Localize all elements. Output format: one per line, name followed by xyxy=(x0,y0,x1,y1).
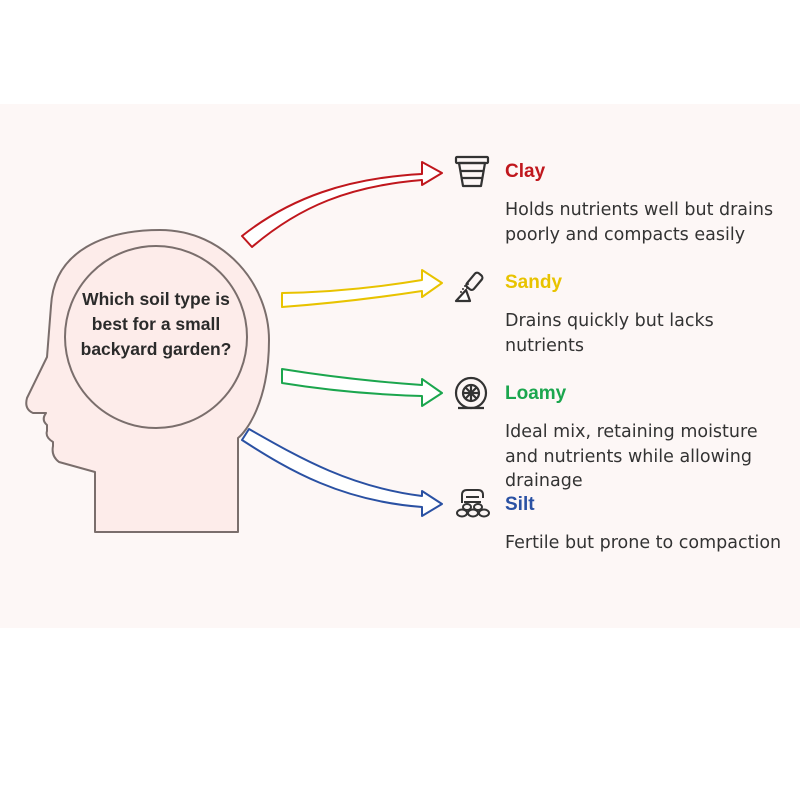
option-title-silt: Silt xyxy=(505,494,535,515)
arrow-sandy xyxy=(281,269,443,308)
sediment-stones-icon xyxy=(456,489,490,518)
central-question: Which soil type is best for a small back… xyxy=(80,289,232,359)
thought-circle xyxy=(64,245,248,429)
soil-wheel-icon xyxy=(454,376,488,410)
option-title-sandy: Sandy xyxy=(505,272,563,293)
option-desc-sandy: Drains quickly but lacks nutrients xyxy=(505,311,714,356)
flower-pot-icon xyxy=(454,155,490,188)
option-title-loamy: Loamy xyxy=(505,383,567,404)
option-desc-silt: Fertile but prone to compaction xyxy=(505,533,782,553)
option-title-clay: Clay xyxy=(505,161,546,182)
option-desc-loamy: Ideal mix, retaining moisture and nutrie… xyxy=(505,422,758,491)
option-desc-clay: Holds nutrients well but drains poorly a… xyxy=(505,200,774,245)
sand-pouring-icon xyxy=(454,271,484,303)
arrow-silt xyxy=(241,428,443,517)
arrow-loamy xyxy=(281,368,443,407)
arrow-clay xyxy=(241,161,443,248)
